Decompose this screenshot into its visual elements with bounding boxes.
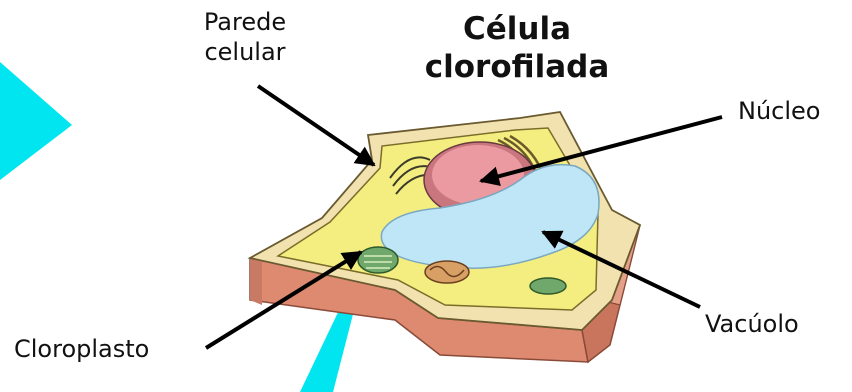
cell-wall-arrow — [258, 86, 374, 165]
title-line-1: Célula — [407, 10, 627, 48]
cell-wall-label: Parede celular — [190, 7, 300, 67]
title-line-2: clorofilada — [407, 48, 627, 86]
cell-wall-label-line-1: Parede — [190, 7, 300, 37]
plant-cell-illustration — [250, 112, 640, 362]
vacuole-label: Vacúolo — [705, 309, 799, 339]
diagram-title: Célula clorofilada — [407, 10, 627, 86]
cyan-triangle-shape — [0, 62, 72, 180]
cell-wall-label-line-2: celular — [190, 37, 300, 67]
chloroplast-label: Cloroplasto — [14, 334, 149, 364]
nucleus-label: Núcleo — [738, 96, 820, 126]
